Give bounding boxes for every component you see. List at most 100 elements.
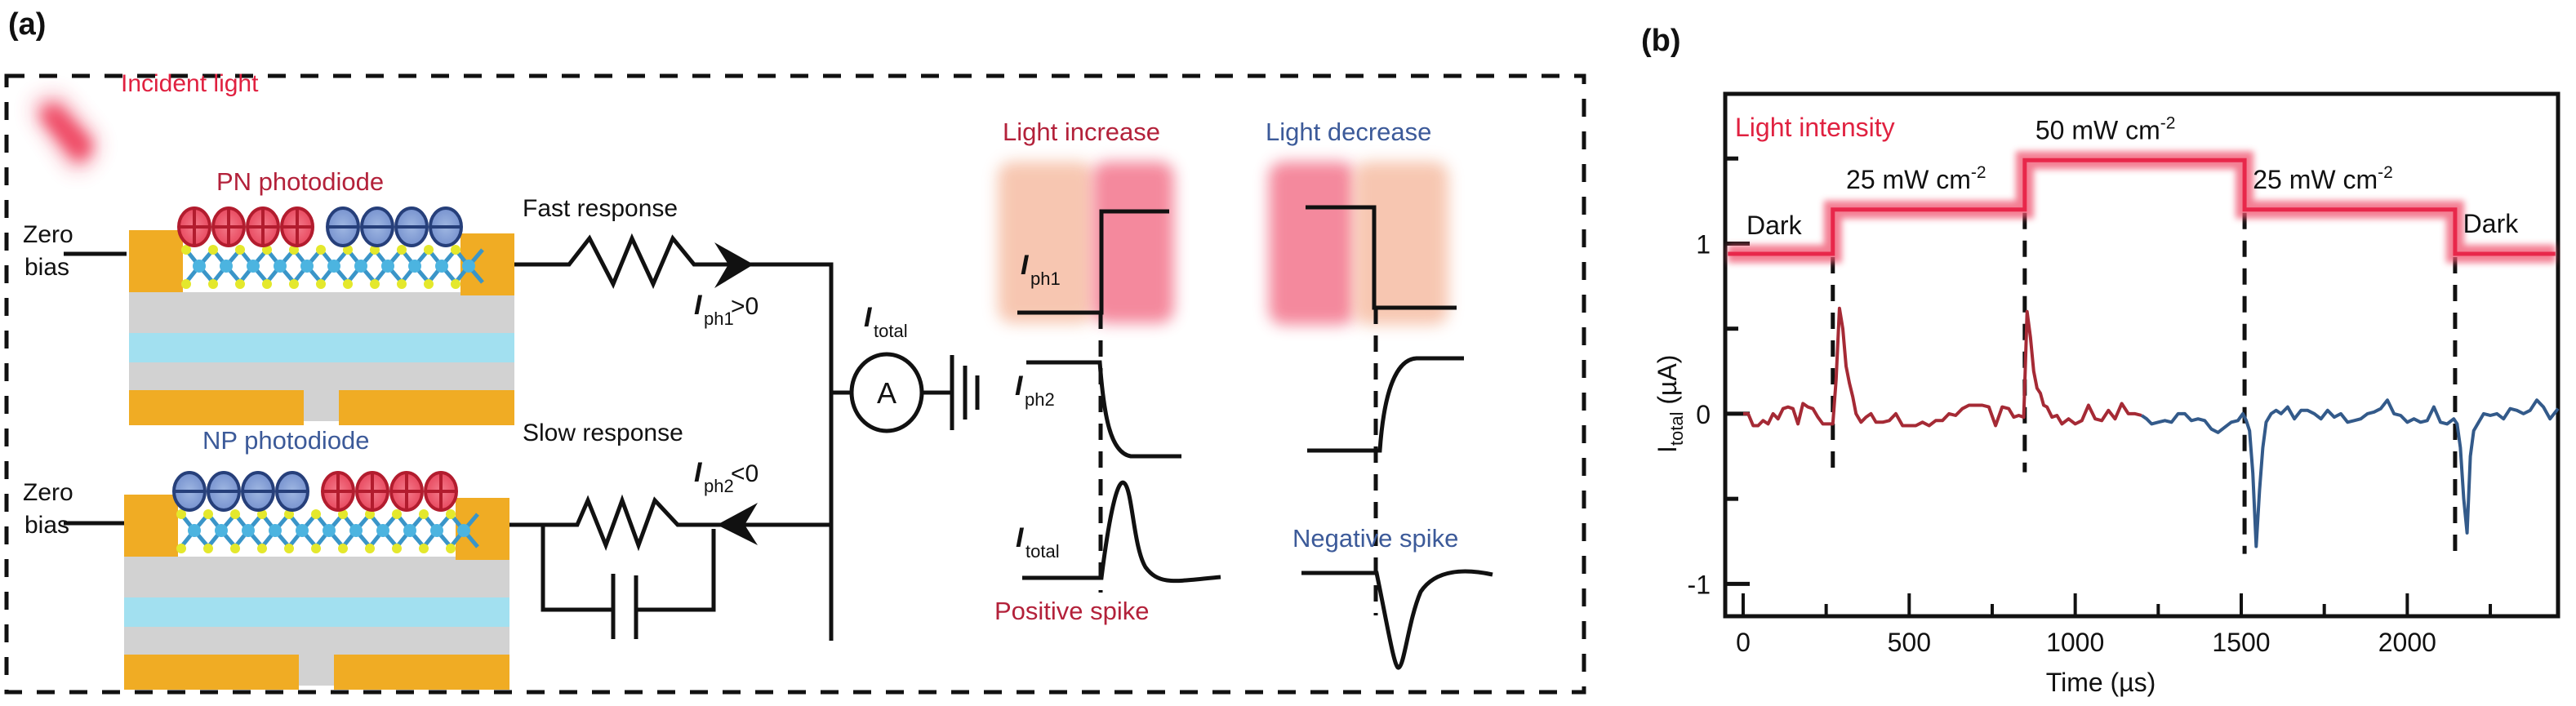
- zero-bias-bottom-zero: Zero: [23, 479, 73, 506]
- iph1-condition: >0: [731, 293, 759, 320]
- panel-a-dashed-frame: [4, 73, 1586, 695]
- x-tick-label: 1500: [2212, 628, 2270, 657]
- intensity-annotation: 25 mW cm-2: [2253, 163, 2393, 194]
- x-tick-label: 2000: [2378, 628, 2436, 657]
- chalcogen-atom: [181, 245, 191, 255]
- substrate-layer: [124, 557, 509, 597]
- gate-gap: [304, 390, 339, 421]
- chalcogen-atom: [446, 509, 456, 519]
- capacitor-icon: [611, 574, 638, 639]
- panel-a-label: (a): [8, 7, 46, 42]
- positive-spike-label: Positive spike: [994, 597, 1150, 625]
- substrate-layer: [129, 292, 514, 333]
- zero-bias-top-bias: bias: [24, 254, 69, 281]
- iph1-increase-trace: [1017, 209, 1169, 315]
- x-tick-label: 500: [1888, 628, 1931, 657]
- x-tick-label: 1000: [2046, 628, 2104, 657]
- light-increase-glow: [998, 162, 1174, 323]
- chalcogen-atom: [338, 509, 348, 519]
- np-photodiode-device: [124, 471, 509, 690]
- chalcogen-atom: [365, 544, 375, 553]
- chalcogen-atom: [257, 544, 267, 553]
- light-decrease-glow: [1269, 162, 1448, 325]
- chalcogen-atom: [424, 245, 434, 255]
- iph1-wave-subscript: ph1: [1030, 269, 1061, 289]
- x-tick-label: 0: [1736, 628, 1751, 657]
- gate-gap: [299, 655, 334, 686]
- chalcogen-atom: [208, 279, 218, 289]
- itotal-positive-spike-trace: [1022, 480, 1221, 584]
- iph1-waveform-label: I ph1: [1021, 250, 1061, 289]
- chalcogen-atom: [451, 279, 460, 289]
- series-light-decrease-line: [2140, 398, 2560, 548]
- capacitor-branch-wire-right: [637, 529, 716, 612]
- chalcogen-atom: [424, 279, 434, 289]
- chalcogen-atom: [230, 509, 240, 519]
- fast-resistor: [514, 233, 834, 641]
- metal-atom: [349, 524, 363, 537]
- light-increase-label: Light increase: [1003, 118, 1160, 146]
- metal-atom: [300, 260, 314, 273]
- metal-atom: [462, 260, 475, 273]
- chalcogen-atom: [230, 544, 240, 553]
- slow-response-label: Slow response: [523, 420, 683, 446]
- chalcogen-atom: [235, 279, 245, 289]
- y-axis-label: Itotal (µA): [1653, 355, 1687, 453]
- chalcogen-atom: [176, 544, 186, 553]
- iph2-wave-subscript: ph2: [1025, 389, 1055, 410]
- substrate-layer: [124, 627, 509, 655]
- itotal-wave-subscript: total: [1026, 541, 1060, 562]
- itotal-waveform-label: I total: [1016, 522, 1060, 562]
- chalcogen-atom: [392, 509, 402, 519]
- chalcogen-atom: [338, 544, 348, 553]
- intensity-annotation: 25 mW cm-2: [1846, 163, 1987, 194]
- iph2-waveform-label: I ph2: [1015, 371, 1055, 410]
- chalcogen-atom: [311, 544, 321, 553]
- np-photodiode-label: NP photodiode: [202, 426, 370, 455]
- chalcogen-atom: [343, 279, 353, 289]
- metal-atom: [188, 524, 201, 537]
- iph1-decrease-trace: [1306, 205, 1457, 310]
- light-decrease-label: Light decrease: [1266, 118, 1431, 146]
- pn-photodiode-device: [129, 206, 514, 425]
- chalcogen-atom: [397, 279, 407, 289]
- intensity-annotation: 50 mW cm-2: [2035, 113, 2176, 144]
- bottom-gate-left: [129, 390, 304, 425]
- chalcogen-atom: [203, 544, 213, 553]
- chalcogen-atom: [284, 544, 294, 553]
- metal-atom: [296, 524, 309, 537]
- metal-atom: [274, 260, 287, 273]
- fast-current-arrow-icon: [714, 242, 754, 288]
- itotal-wave-symbol: I: [1016, 522, 1025, 553]
- chalcogen-atom: [289, 279, 299, 289]
- metal-atom: [323, 524, 336, 537]
- chalcogen-atom: [316, 245, 326, 255]
- plot-frame: [1723, 91, 2560, 619]
- chalcogen-atom: [181, 279, 191, 289]
- metal-atom: [408, 260, 421, 273]
- chalcogen-atom: [262, 279, 272, 289]
- metal-atom: [381, 260, 394, 273]
- light-intensity-label: Light intensity: [1735, 113, 1895, 142]
- metal-atom: [457, 524, 470, 537]
- chalcogen-atom: [419, 509, 429, 519]
- chalcogen-atom: [284, 509, 294, 519]
- y-tick-label: 1: [1696, 229, 1711, 259]
- incident-light-label: Incident light: [121, 70, 259, 97]
- metal-atom: [215, 524, 228, 537]
- intensity-annotation: Dark: [2463, 209, 2520, 238]
- iph2-symbol: I: [694, 457, 703, 488]
- metal-atom: [247, 260, 260, 273]
- itotal-negative-spike-trace: [1301, 569, 1493, 670]
- light-intensity-line: [1728, 158, 2556, 256]
- chalcogen-atom: [289, 245, 299, 255]
- panel-b-label: (b): [1641, 24, 1681, 58]
- itotal-symbol: I: [864, 302, 873, 333]
- metal-atom: [220, 260, 233, 273]
- chalcogen-atom: [451, 245, 460, 255]
- chalcogen-atom: [397, 245, 407, 255]
- chalcogen-atom: [208, 245, 218, 255]
- iph2-condition: <0: [731, 460, 759, 487]
- source-electrode: [124, 495, 178, 557]
- series-light-increase-line: [1743, 306, 2142, 428]
